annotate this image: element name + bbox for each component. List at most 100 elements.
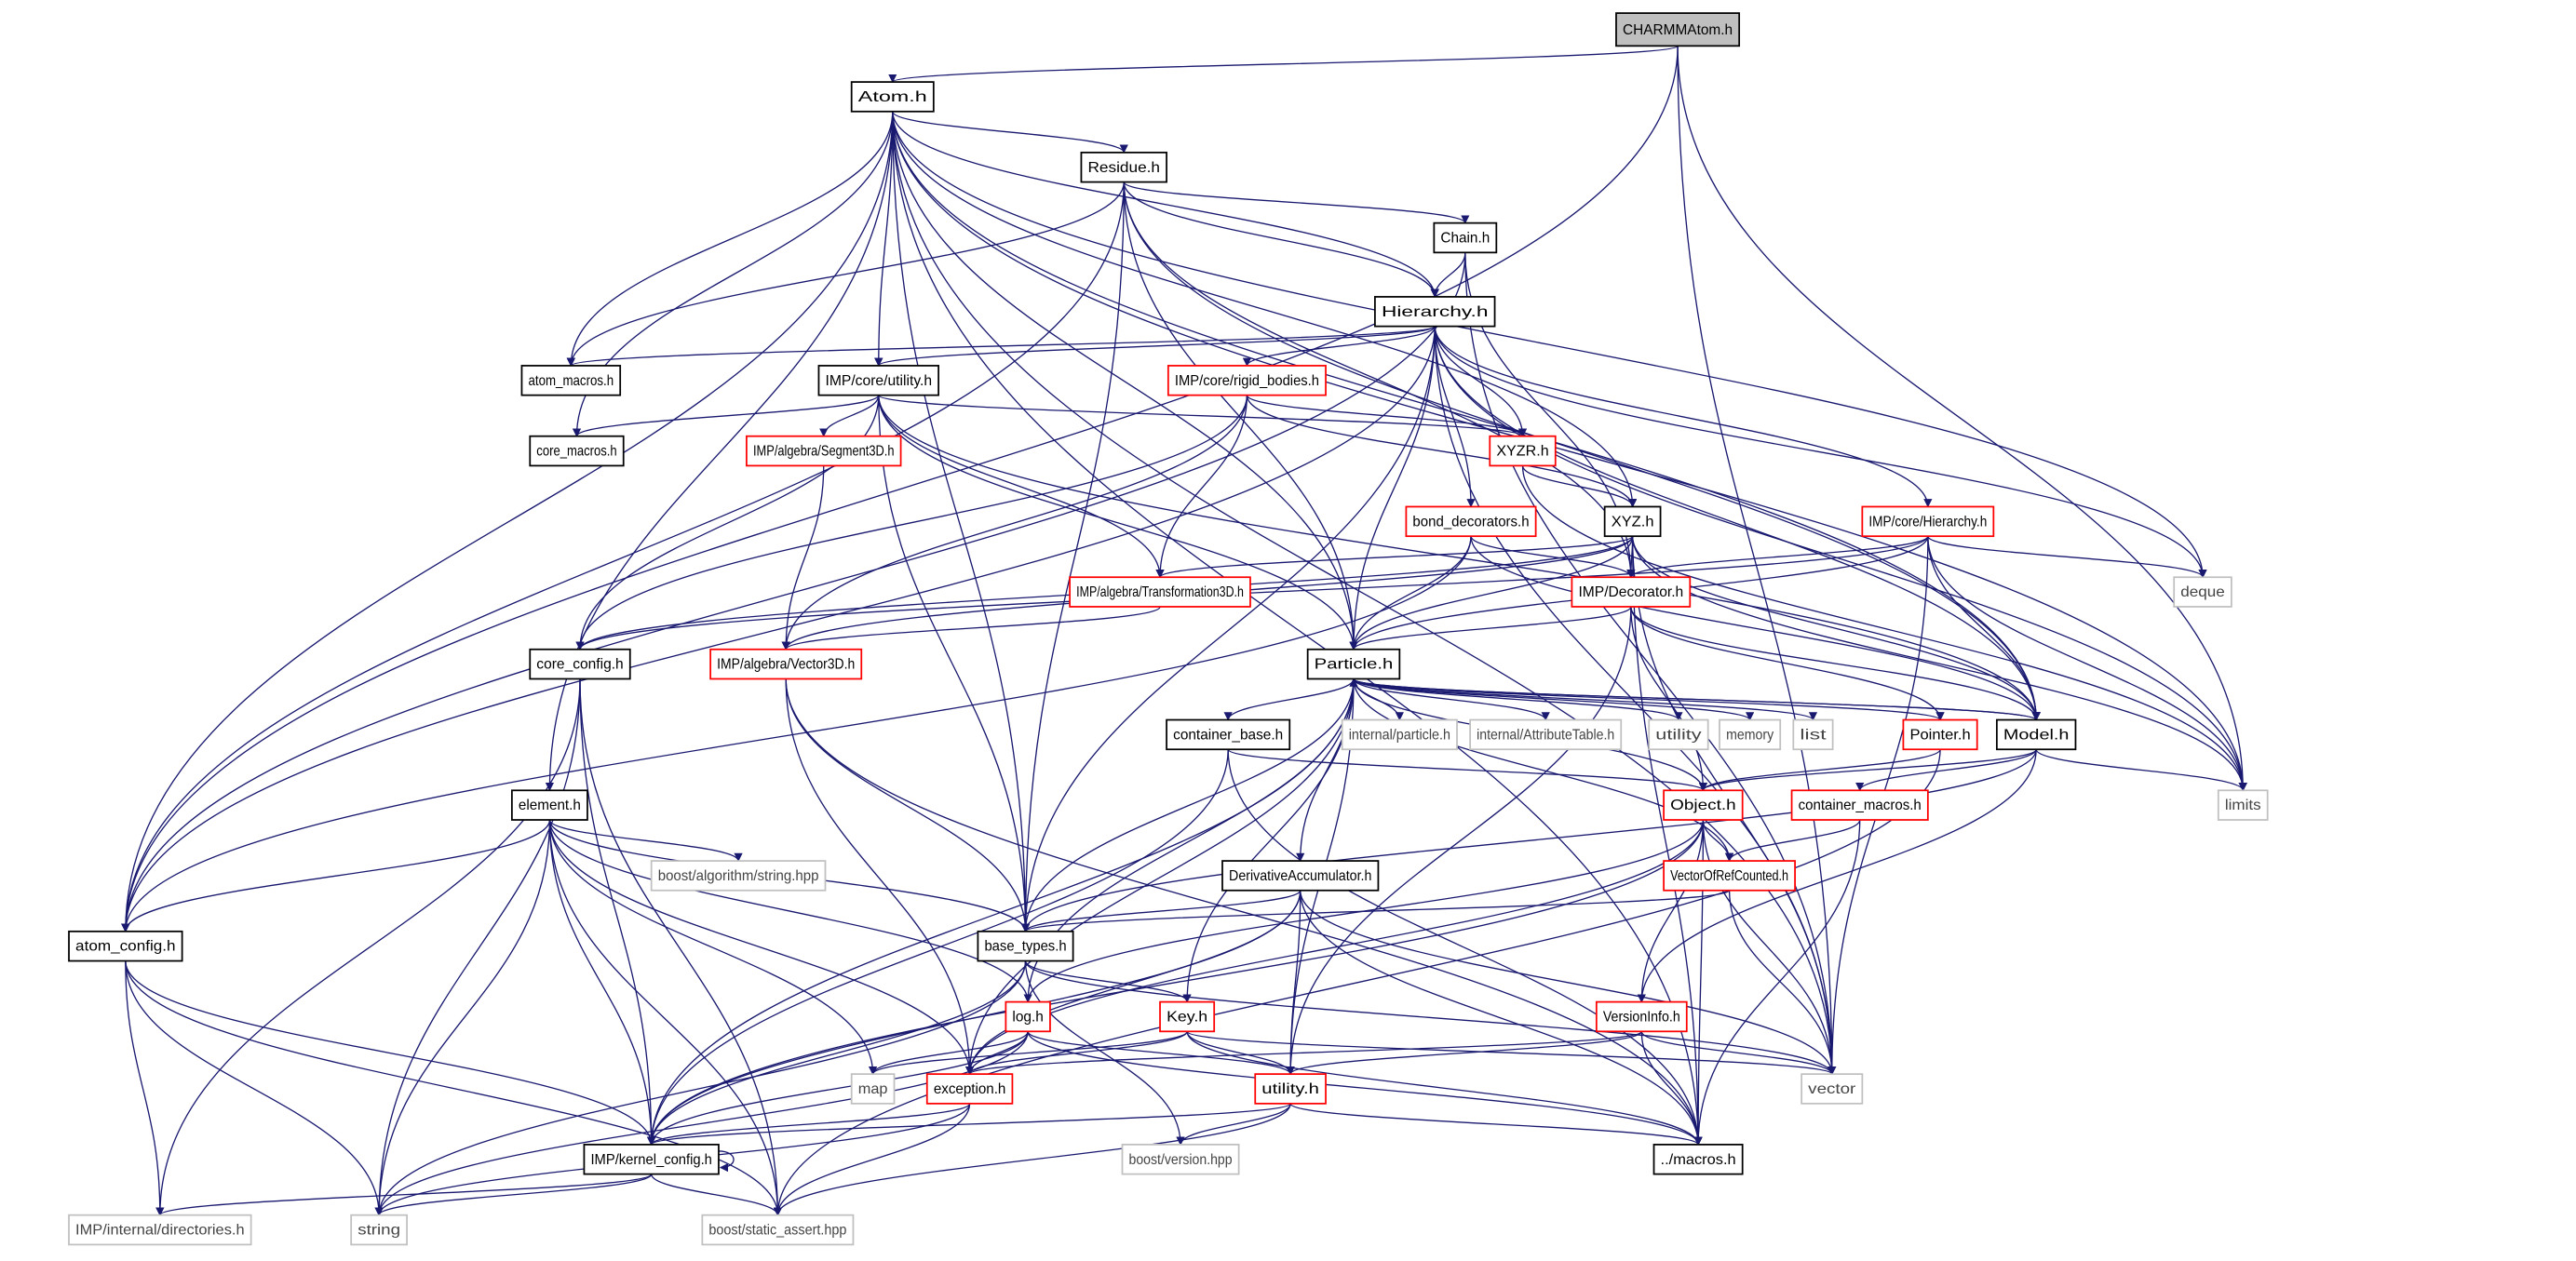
node-vector[interactable]: vector [1801, 1073, 1864, 1105]
node-container-macros-h[interactable]: container_macros.h [1790, 789, 1929, 821]
edge-model-h-to-particle-h [1349, 677, 2037, 721]
edge-hierarchy-h-to-model-h [1434, 326, 2041, 721]
node-list[interactable]: list [1792, 718, 1834, 751]
node-box [1615, 12, 1741, 47]
node-hierarchy-h[interactable]: Hierarchy.h [1374, 296, 1496, 328]
edge-xyz-h-to-particle-h [1349, 536, 1634, 651]
edge-vectorofrefcounted-h-to-base-types-h [1021, 890, 1731, 932]
node-box [2173, 576, 2232, 608]
node-limits[interactable]: limits [2217, 789, 2269, 821]
node-container-base-h[interactable]: container_base.h [1166, 718, 1291, 751]
node-charmmatom-h[interactable]: CHARMMAtom.h [1615, 12, 1741, 47]
node-exception-h[interactable]: exception.h [925, 1073, 1014, 1105]
node-imp-kernel-config-h[interactable]: IMP/kernel_config.h [583, 1144, 720, 1175]
node-particle-h[interactable]: Particle.h [1306, 648, 1401, 680]
edge-atom-h-to-imp-core-utility-h [874, 111, 894, 367]
edge-xyzr-h-to-limits [1521, 465, 2247, 792]
edge-bond-decorators-h-to-particle-h [1349, 536, 1472, 651]
node-core-config-h[interactable]: core_config.h [529, 648, 631, 680]
node-imp-algebra-segment3d-h[interactable]: IMP/algebra/Segment3D.h [746, 435, 902, 467]
node-pointer-h[interactable]: Pointer.h [1902, 718, 1978, 751]
node-utility[interactable]: utility [1648, 718, 1709, 751]
edge-atom-h-to-macros-h [892, 111, 1703, 1146]
node-imp-algebra-vector3d-h[interactable]: IMP/algebra/Vector3D.h [709, 648, 863, 680]
node-label: atom_macros.h [528, 373, 614, 389]
node-residue-h[interactable]: Residue.h [1080, 151, 1167, 183]
node-deque[interactable]: deque [2173, 576, 2232, 608]
edge-model-h-to-versioninfo-h [1637, 749, 2037, 1003]
edge-hierarchy-h-to-imp-core-hierarchy-h [1434, 326, 1933, 508]
node-imp-core-hierarchy-h[interactable]: IMP/core/Hierarchy.h [1861, 505, 1995, 538]
node-imp-decorator-h[interactable]: IMP/Decorator.h [1571, 576, 1692, 608]
edge-key-h-to-macros-h [1186, 1031, 1703, 1146]
node-internal-attributetable-h[interactable]: internal/AttributeTable.h [1469, 718, 1623, 751]
node-box [1469, 718, 1623, 751]
node-memory[interactable]: memory [1719, 718, 1782, 751]
node-label: limits [2225, 798, 2261, 813]
node-utility-h[interactable]: utility.h [1254, 1073, 1327, 1105]
node-key-h[interactable]: Key.h [1159, 1000, 1216, 1033]
node-label: core_macros.h [536, 444, 616, 460]
node-label: container_macros.h [1799, 798, 1922, 813]
edge-imp-core-utility-h-to-imp-algebra-transformation3d-h [878, 395, 1165, 579]
node-xyz-h[interactable]: XYZ.h [1603, 505, 1662, 538]
node-string[interactable]: string [350, 1214, 408, 1246]
edge-atom-h-to-residue-h [892, 111, 1128, 154]
node-xyzr-h[interactable]: XYZR.h [1489, 435, 1557, 467]
edge-particle-h-to-list [1353, 677, 1817, 721]
edge-utility-h-to-boost-static-assert-hpp [773, 1103, 1291, 1216]
edge-atom-config-h-to-string [125, 960, 384, 1216]
edge-particle-h-to-derivativeaccumulator-h [1296, 678, 1355, 862]
node-box [1306, 648, 1401, 680]
edge-log-h-to-utility-h [1027, 1030, 1295, 1076]
node-map[interactable]: map [850, 1073, 896, 1105]
edge-chain-h-to-vector [1464, 252, 1837, 1076]
node-box [520, 365, 622, 396]
node-derivativeaccumulator-h[interactable]: DerivativeAccumulator.h [1221, 860, 1380, 892]
node-box [1341, 718, 1458, 751]
edge-element-h-to-map [548, 820, 878, 1076]
node-boost-static-assert-hpp[interactable]: boost/static_assert.hpp [701, 1214, 855, 1246]
node-bond-decorators-h[interactable]: bond_decorators.h [1405, 505, 1537, 538]
node-model-h[interactable]: Model.h [1995, 718, 2077, 751]
node-label: container_base.h [1173, 727, 1283, 743]
edge-residue-h-to-base-types-h [1020, 181, 1125, 932]
node-chain-h[interactable]: Chain.h [1433, 221, 1498, 254]
node-macros-h[interactable]: ../macros.h [1652, 1144, 1744, 1175]
node-label: IMP/algebra/Segment3D.h [753, 444, 895, 460]
node-versioninfo-h[interactable]: VersionInfo.h [1595, 1000, 1688, 1033]
node-boost-algorithm-string-hpp[interactable]: boost/algorithm/string.hpp [650, 860, 827, 892]
edge-atom-h-to-particle-h [892, 111, 1358, 651]
edge-element-h-to-boost-static-assert-hpp [548, 820, 783, 1216]
node-atom-config-h[interactable]: atom_config.h [68, 930, 183, 962]
node-core-macros-h[interactable]: core_macros.h [529, 435, 625, 467]
edge-imp-algebra-vector3d-h-to-macros-h [785, 678, 1703, 1146]
node-boost-version-hpp[interactable]: boost/version.hpp [1121, 1144, 1240, 1175]
node-imp-internal-directories-h[interactable]: IMP/internal/directories.h [68, 1214, 252, 1246]
node-internal-particle-h[interactable]: internal/particle.h [1341, 718, 1458, 751]
node-imp-algebra-transformation3d-h[interactable]: IMP/algebra/Transformation3D.h [1069, 576, 1251, 608]
edge-hierarchy-h-to-atom-macros-h [567, 326, 1436, 367]
edge-container-base-h-to-imp-kernel-config-h [647, 749, 1229, 1146]
edge-atom-h-to-vector [892, 111, 1837, 1076]
node-log-h[interactable]: log.h [1005, 1000, 1051, 1033]
edge-base-types-h-to-string [374, 960, 1027, 1216]
edge-particle-h-to-internal-attributetable-h [1353, 678, 1550, 721]
edge-atom-h-to-hierarchy-h [892, 111, 1439, 298]
node-imp-core-utility-h[interactable]: IMP/core/utility.h [817, 365, 939, 396]
edge-imp-kernel-config-h-to-string [374, 1174, 653, 1216]
node-label: deque [2180, 584, 2225, 600]
node-base-types-h[interactable]: base_types.h [977, 930, 1074, 962]
edge-bond-decorators-h-to-model-h [1470, 536, 2041, 721]
node-box [1790, 789, 1929, 821]
node-imp-core-rigid-bodies-h[interactable]: IMP/core/rigid_bodies.h [1167, 365, 1327, 396]
edge-imp-core-rigid-bodies-h-to-imp-algebra-transformation3d-h [1155, 395, 1248, 579]
node-atom-macros-h[interactable]: atom_macros.h [520, 365, 622, 396]
node-vectorofrefcounted-h[interactable]: VectorOfRefCounted.h [1663, 860, 1796, 892]
edge-residue-h-to-atom-macros-h [566, 181, 1125, 367]
node-element-h[interactable]: element.h [510, 789, 588, 821]
node-object-h[interactable]: Object.h [1663, 789, 1744, 821]
node-label: internal/particle.h [1349, 727, 1450, 743]
node-atom-h[interactable]: Atom.h [850, 81, 935, 113]
edge-imp-decorator-h-to-model-h [1630, 606, 2041, 721]
